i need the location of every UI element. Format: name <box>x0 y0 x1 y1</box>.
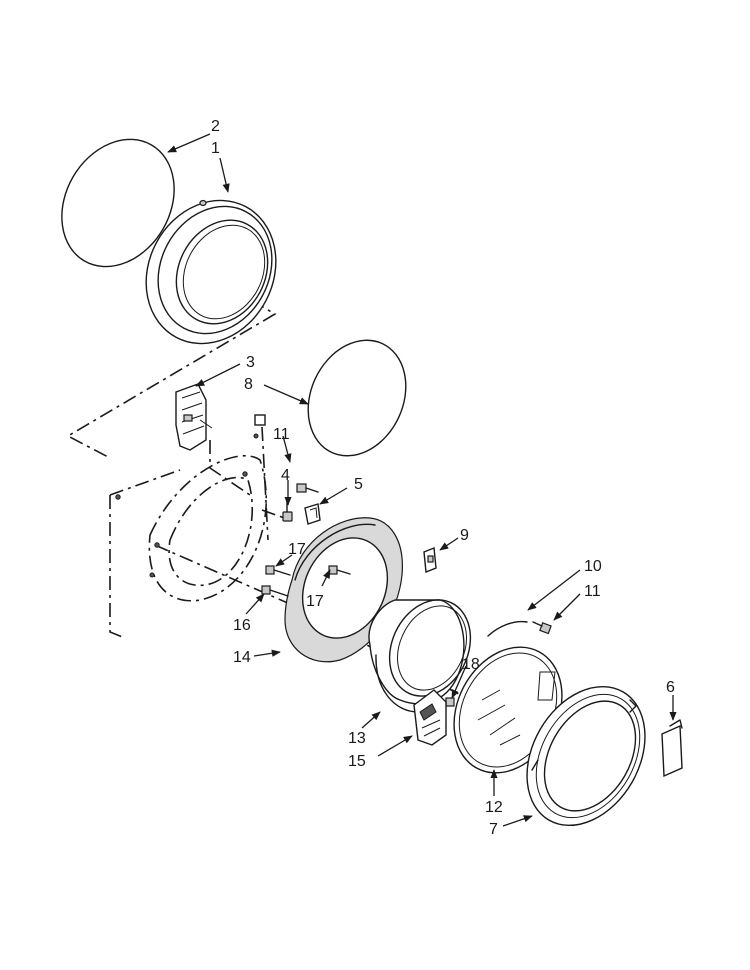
callout-17-upper: 17 <box>288 541 306 558</box>
callout-7: 7 <box>489 821 498 838</box>
callout-9: 9 <box>460 527 469 544</box>
callout-3: 3 <box>246 354 255 371</box>
callout-13: 13 <box>348 730 366 747</box>
part-2-outer-glass <box>61 138 175 268</box>
part-11-screw-right <box>532 621 552 635</box>
callout-17-lower: 17 <box>306 593 324 610</box>
leader-lines <box>167 133 677 827</box>
callout-labels: 2 1 3 8 11 4 5 9 10 11 17 17 16 14 18 6 … <box>211 118 675 838</box>
callout-4: 4 <box>281 467 290 484</box>
callout-5: 5 <box>354 476 363 493</box>
part-7-outer-trim <box>526 685 646 827</box>
callout-15: 15 <box>348 753 366 770</box>
part-8-gasket <box>307 339 407 457</box>
part-11-screw-top <box>296 483 319 493</box>
door-inner-panel <box>115 414 268 602</box>
callout-8: 8 <box>244 376 253 393</box>
part-15-latch <box>413 689 447 746</box>
callout-10: 10 <box>584 558 602 575</box>
part-10-wire <box>487 620 528 637</box>
callout-11-right: 11 <box>584 583 601 600</box>
callout-11-top: 11 <box>273 426 290 443</box>
callout-18: 18 <box>462 656 480 673</box>
part-1-door-ring <box>145 199 277 345</box>
part-3-hinge <box>175 383 213 451</box>
part-6-handle <box>661 719 683 778</box>
callout-1: 1 <box>211 140 220 157</box>
part-5-clip <box>304 503 321 525</box>
part-13-inner-glass-bowl <box>368 599 472 713</box>
part-4-screw <box>282 499 293 522</box>
callout-6: 6 <box>666 679 675 696</box>
part-16-screw <box>261 585 289 597</box>
callout-14: 14 <box>233 649 251 666</box>
part-17-screws <box>265 565 351 576</box>
callout-16: 16 <box>233 617 251 634</box>
part-9-bracket <box>423 547 437 573</box>
callout-12: 12 <box>485 799 503 816</box>
callout-2: 2 <box>211 118 220 135</box>
